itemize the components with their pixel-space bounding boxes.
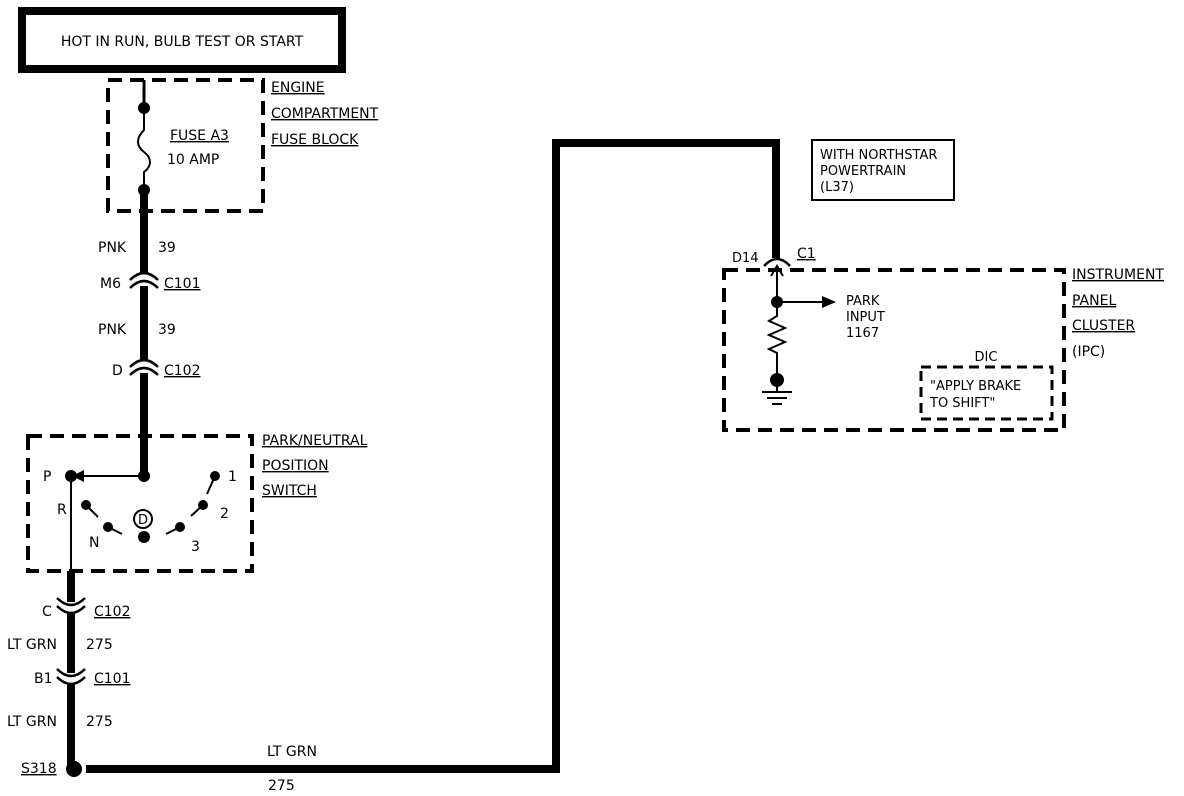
wire-color-pnk-2: PNK [98, 322, 127, 338]
switch-pos-n: N [89, 535, 99, 551]
connector-name-c1: C1 [797, 246, 816, 262]
fuse-rating: 10 AMP [167, 152, 219, 168]
connector-symbol-ipc-c1 [763, 257, 791, 267]
wire-circuit-39-1: 39 [158, 240, 176, 256]
fuse-name: FUSE A3 [170, 128, 229, 144]
dic-label: DIC [975, 350, 998, 365]
option-note-line-1: WITH NORTHSTAR [820, 148, 937, 163]
ipc-input-arrow [770, 264, 784, 277]
switch-label-1: PARK/NEUTRAL [262, 433, 368, 449]
switch-wiper-arrow [72, 470, 84, 482]
switch-label-2: POSITION [262, 458, 329, 474]
connector-symbol-c102-top [129, 358, 159, 376]
splice-s318 [66, 761, 82, 777]
pullup-resistor [766, 302, 788, 380]
option-note-box [811, 139, 955, 201]
park-neutral-switch-outline [26, 434, 254, 573]
connector-symbol-c101-top [129, 271, 159, 289]
fuse-block-label-2: COMPARTMENT [271, 106, 379, 122]
ipc-label-3: CLUSTER [1072, 318, 1135, 334]
park-input-arrow [822, 296, 836, 308]
header-text: HOT IN RUN, BULB TEST OR START [61, 34, 304, 50]
switch-pos-1: 1 [228, 469, 237, 485]
dic-outline [919, 365, 1054, 421]
switch-pos-p: P [43, 469, 51, 485]
wire-color-pnk-1: PNK [98, 240, 127, 256]
park-input-label-2: INPUT [846, 310, 885, 325]
wire-circuit-39-2: 39 [158, 322, 176, 338]
wire-ltgrn-275-run [86, 139, 780, 773]
wire-color-ltgrn-2: LT GRN [7, 714, 57, 730]
park-input-label-3: 1167 [846, 326, 879, 341]
connector-name-c101-bottom: C101 [94, 671, 131, 687]
connector-pin-b1: B1 [34, 671, 53, 687]
switch-pos-2: 2 [220, 506, 229, 522]
park-input-label-1: PARK [846, 294, 880, 309]
dic-message-2: TO SHIFT" [929, 396, 995, 411]
connector-name-c102-bottom: C102 [94, 604, 131, 620]
fuse-element [137, 108, 151, 190]
connector-name-c101-top: C101 [164, 276, 201, 292]
ground-symbol [762, 391, 792, 405]
ipc-label-2: PANEL [1072, 293, 1116, 309]
switch-contact-arc [85, 475, 216, 535]
header-box [18, 7, 346, 73]
fuse-block-label-3: FUSE BLOCK [271, 132, 359, 148]
switch-label-3: SWITCH [262, 483, 317, 499]
switch-position-d-ring [133, 509, 153, 529]
connector-pin-m6: M6 [100, 276, 121, 292]
connector-name-c102-top: C102 [164, 363, 201, 379]
connector-pin-c: C [42, 604, 52, 620]
switch-pos-3: 3 [191, 539, 200, 555]
connector-pin-d14: D14 [732, 251, 759, 266]
switch-contact-d [138, 531, 150, 543]
dic-message-1: "APPLY BRAKE [930, 379, 1021, 394]
switch-pos-d: D [138, 513, 148, 528]
wire-color-ltgrn-1: LT GRN [7, 637, 57, 653]
splice-label: S318 [21, 761, 57, 777]
ipc-label-1: INSTRUMENT [1072, 267, 1164, 283]
ipc-label-4: (IPC) [1072, 344, 1105, 360]
option-note-line-2: POWERTRAIN [820, 164, 906, 179]
wire-circuit-275-2: 275 [86, 714, 113, 730]
ipc-outline [722, 268, 1066, 432]
fuse-block-label-1: ENGINE [271, 80, 325, 96]
connector-symbol-c101-bottom [56, 668, 86, 686]
connector-pin-d: D [112, 363, 123, 379]
connector-symbol-c102-bottom [56, 597, 86, 615]
wire-circuit-275-1: 275 [86, 637, 113, 653]
wire-circuit-275-3: 275 [268, 778, 295, 794]
wire-color-ltgrn-3: LT GRN [267, 744, 317, 760]
option-note-line-3: (L37) [820, 180, 854, 195]
fuse-block-outline [106, 78, 265, 213]
switch-pos-r: R [57, 502, 67, 518]
